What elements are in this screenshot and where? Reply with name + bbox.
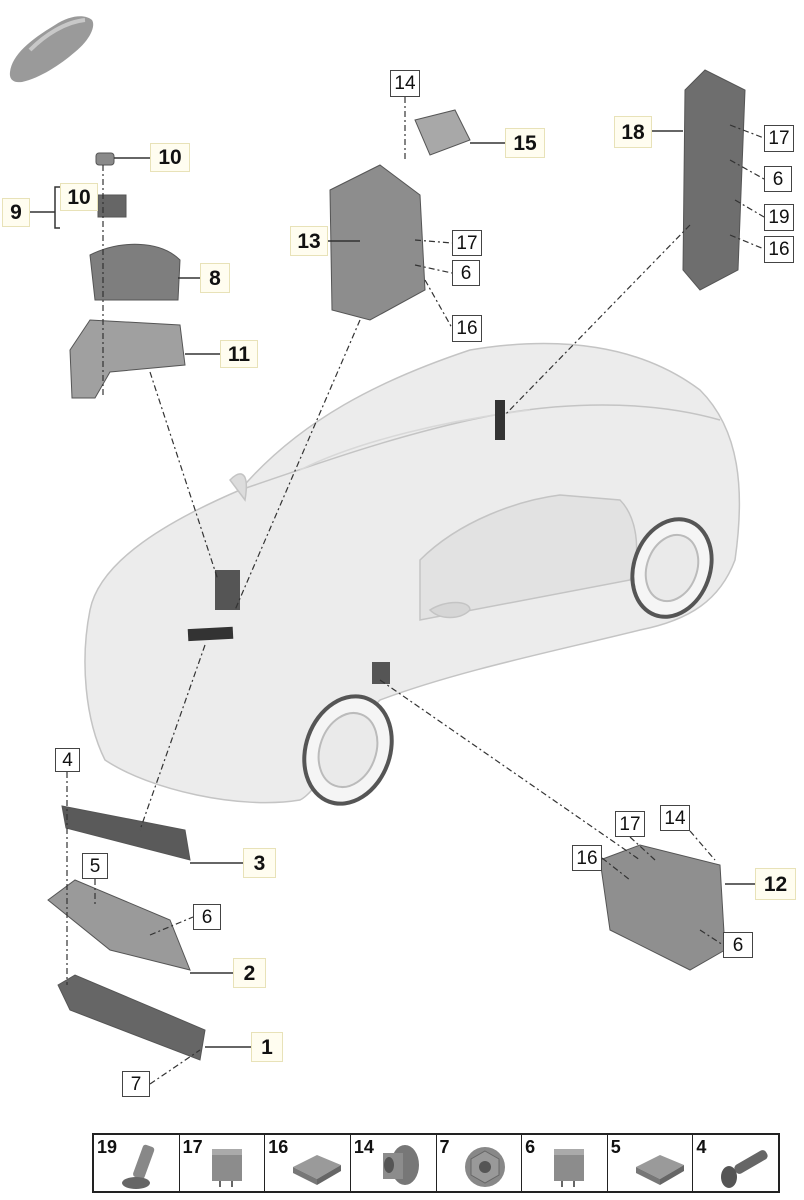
callout-4[interactable]: 4 xyxy=(55,748,80,772)
part-9-holder xyxy=(97,194,127,218)
callout-16[interactable]: 16 xyxy=(452,315,482,342)
installed-fuse-box-front xyxy=(187,626,234,642)
installed-fuse-box-rear xyxy=(495,400,505,440)
hardware-item-5[interactable]: 5 xyxy=(608,1135,694,1191)
callout-12[interactable]: 12 xyxy=(755,868,796,900)
hardware-item-6[interactable]: 6 xyxy=(522,1135,608,1191)
part-1-housing xyxy=(57,974,206,1061)
hardware-legend-strip: 19 17 16 14 7 6 5 4 xyxy=(92,1133,780,1193)
hardware-item-17[interactable]: 17 xyxy=(180,1135,266,1191)
part-15-cover xyxy=(414,109,471,156)
vehicle-body xyxy=(84,342,741,804)
hardware-item-16[interactable]: 16 xyxy=(265,1135,351,1191)
wheel-front xyxy=(302,694,394,806)
callout-7[interactable]: 7 xyxy=(122,1071,150,1097)
flange-nut-icon xyxy=(382,1145,419,1185)
hardware-item-4[interactable]: 4 xyxy=(693,1135,778,1191)
callout-18[interactable]: 18 xyxy=(614,116,652,148)
hardware-number: 17 xyxy=(182,1137,203,1157)
hardware-number: 14 xyxy=(353,1137,374,1157)
vehicle-thumbnail-icon xyxy=(9,16,94,83)
hardware-item-7[interactable]: 7 xyxy=(437,1135,523,1191)
hardware-number: 16 xyxy=(268,1137,289,1157)
callout-14[interactable]: 14 xyxy=(390,70,420,97)
part-13-relay-carrier xyxy=(329,164,426,321)
callout-5[interactable]: 5 xyxy=(82,853,108,879)
callout-6[interactable]: 6 xyxy=(193,904,221,930)
callout-6[interactable]: 6 xyxy=(723,932,753,958)
callout-16[interactable]: 16 xyxy=(764,236,794,263)
callout-11[interactable]: 11 xyxy=(220,340,258,368)
callout-19[interactable]: 19 xyxy=(764,204,794,231)
bolt-with-washer-icon xyxy=(122,1144,155,1189)
callout-9[interactable]: 9 xyxy=(2,198,30,227)
hardware-number: 19 xyxy=(97,1137,118,1157)
callout-1[interactable]: 1 xyxy=(251,1032,283,1062)
part-11-bracket xyxy=(69,319,186,399)
part-2-fuse-carrier xyxy=(47,879,191,971)
callout-14[interactable]: 14 xyxy=(660,805,690,831)
callout-17[interactable]: 17 xyxy=(452,230,482,256)
hardware-item-19[interactable]: 19 xyxy=(94,1135,180,1191)
fuse-icon xyxy=(293,1155,342,1185)
part-10-fuse xyxy=(95,152,115,166)
hardware-number: 5 xyxy=(610,1137,621,1157)
callout-13[interactable]: 13 xyxy=(290,226,328,256)
callout-6[interactable]: 6 xyxy=(452,260,480,286)
hardware-number: 7 xyxy=(439,1137,450,1157)
part-12-fuse-box xyxy=(599,844,726,971)
hardware-number: 4 xyxy=(696,1137,707,1157)
callout-10[interactable]: 10 xyxy=(60,183,98,211)
installed-relay-carrier xyxy=(215,570,240,610)
part-3-cover xyxy=(61,805,191,861)
callout-3[interactable]: 3 xyxy=(243,848,276,878)
callout-17[interactable]: 17 xyxy=(764,125,794,152)
hardware-number: 6 xyxy=(525,1137,536,1157)
hardware-item-14[interactable]: 14 xyxy=(351,1135,437,1191)
bolt-icon xyxy=(721,1150,768,1188)
callout-10[interactable]: 10 xyxy=(150,143,190,172)
installed-fuse-box-side xyxy=(372,662,390,684)
callout-16[interactable]: 16 xyxy=(572,845,602,871)
relay-icon xyxy=(554,1149,585,1187)
fuse-icon xyxy=(635,1155,684,1185)
wheel-rear xyxy=(630,517,714,619)
callout-8[interactable]: 8 xyxy=(200,263,230,293)
callout-6[interactable]: 6 xyxy=(764,166,792,192)
callout-17[interactable]: 17 xyxy=(615,811,645,837)
hex-nut-icon xyxy=(464,1147,505,1187)
relay-icon xyxy=(211,1149,242,1187)
part-8-control-unit xyxy=(89,243,181,301)
part-18-fuse-box xyxy=(682,69,746,291)
callout-15[interactable]: 15 xyxy=(505,128,545,158)
callout-2[interactable]: 2 xyxy=(233,958,266,988)
